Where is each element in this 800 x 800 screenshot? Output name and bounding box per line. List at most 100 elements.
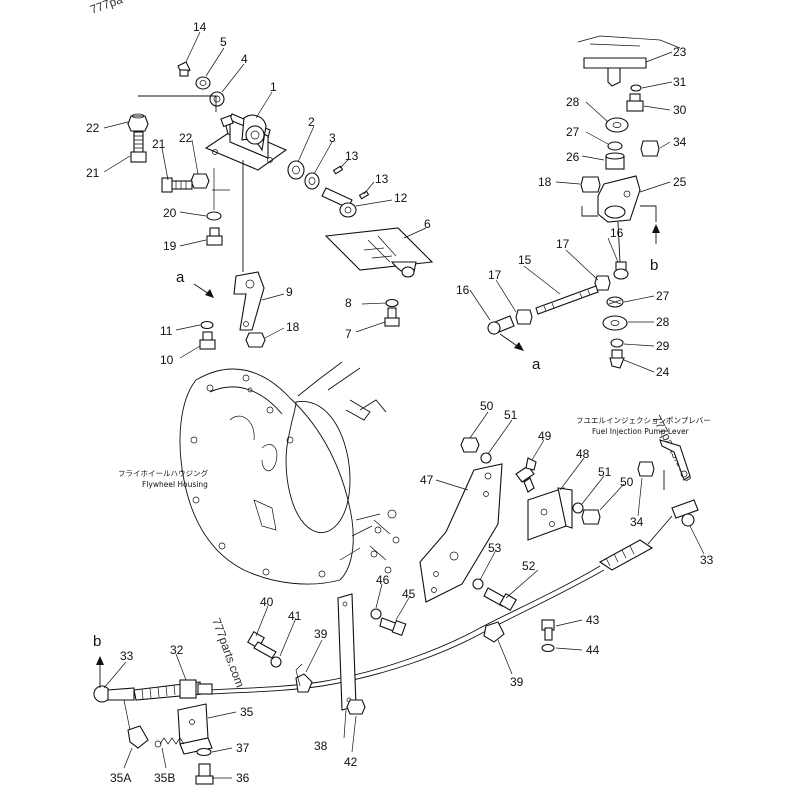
part-40-bolt [247,631,277,659]
part-10-bolt [199,331,216,350]
label-flywheel-housing-en: Flywheel Housing [142,480,208,489]
assembly-line [617,221,621,263]
callout-35A: 35A [110,771,131,785]
callout-50: 50 [620,475,634,489]
part-35A-clip [123,699,149,749]
part-51-washer-a [480,452,492,464]
callout-34: 34 [630,515,644,529]
fuel-injection-pump-lever [659,439,691,481]
part-39-clamp-b [483,621,505,643]
svg-text:b: b [650,257,658,274]
part-53-washer [472,578,484,590]
part-15-rod [535,285,599,315]
part-6-pedal [324,227,434,278]
part-31-washer [630,84,642,92]
callout-34: 34 [673,135,687,149]
svg-text:a: a [532,356,541,373]
leader-lines [103,31,705,779]
watermark-top: 777pa [88,0,124,17]
callout-28: 28 [656,315,670,329]
callout-8: 8 [345,296,352,310]
part-50-nut-b [581,509,601,525]
callout-10: 10 [160,353,174,367]
callout-21: 21 [152,137,166,151]
callout-20: 20 [163,206,177,220]
callout-36: 36 [236,771,250,785]
callout-7: 7 [345,327,352,341]
part-47-plate [419,463,503,603]
callout-6: 6 [424,217,431,231]
callout-33: 33 [120,649,134,663]
callout-32: 32 [170,643,184,657]
callout-35: 35 [240,705,254,719]
part-18-nut-a [245,332,266,348]
callout-27: 27 [656,289,670,303]
callout-50: 50 [480,399,494,413]
callout-18: 18 [286,320,300,334]
callout-30: 30 [673,103,687,117]
flywheel-housing [179,361,400,585]
part-11-washer [200,320,214,330]
part-35-bracket [177,703,213,755]
part-22-nut-a [127,113,149,132]
callout-31: 31 [673,75,687,89]
callout-33: 33 [700,553,714,567]
part-9-lever [233,271,265,331]
label-fuel-pump-lever-jp: フユエルインジェクションポンプレバー [576,416,711,425]
callout-23: 23 [673,45,687,59]
callout-24: 24 [656,365,670,379]
callout-14: 14 [193,20,207,34]
callout-18: 18 [538,175,552,189]
assembly-line [138,95,217,112]
callout-25: 25 [673,175,687,189]
callout-35B: 35B [154,771,175,785]
part-30-bolt [626,93,644,112]
callout-22: 22 [86,121,100,135]
callout-39: 39 [510,675,524,689]
callout-numbers: 14 5 4 1 22 21 22 21 2 3 13 13 12 20 19 … [86,20,714,785]
callout-9: 9 [286,285,293,299]
part-42-nut [346,699,366,715]
marker-b-top: b [650,224,660,274]
callout-51: 51 [598,465,612,479]
part-45-bolt [379,617,407,637]
callout-27: 27 [566,125,580,139]
part-4-bushing [209,91,225,107]
part-32-cable-end [133,679,213,701]
callout-41: 41 [288,609,302,623]
part-2-bushing [287,160,305,180]
part-7-bolt [384,307,400,327]
callout-5: 5 [220,35,227,49]
label-flywheel-housing-jp: フライホイールハウジング [118,468,208,478]
part-16-ball-joint-b [487,315,515,335]
assembly-line [581,206,598,217]
callout-38: 38 [314,739,328,753]
callout-3: 3 [329,131,336,145]
svg-text:a: a [176,269,185,286]
callout-4: 4 [241,52,248,66]
part-49-stopper-bolt [515,457,537,493]
part-14-grease-nipple [177,61,191,77]
callout-22: 22 [179,131,193,145]
part-21-bolt-a [130,131,147,163]
callout-21: 21 [86,166,100,180]
part-20-washer [206,211,222,221]
part-21-bolt-b [161,177,193,193]
control-cable [209,515,673,695]
label-fuel-pump-lever-en: Fuel Injection Pump Lever [592,427,690,436]
callout-37: 37 [236,741,250,755]
callout-48: 48 [576,447,590,461]
callout-43: 43 [586,613,600,627]
callout-45: 45 [402,587,416,601]
callout-47: 47 [420,473,434,487]
assembly-line [640,205,657,222]
part-34-nut-b [637,461,655,477]
callout-26: 26 [566,150,580,164]
part-1-bracket [204,113,288,171]
part-33-rod-end-b [93,685,135,703]
callout-42: 42 [344,755,358,769]
callout-1: 1 [270,80,277,94]
part-34-nut-a [640,140,660,157]
callout-17: 17 [556,237,570,251]
